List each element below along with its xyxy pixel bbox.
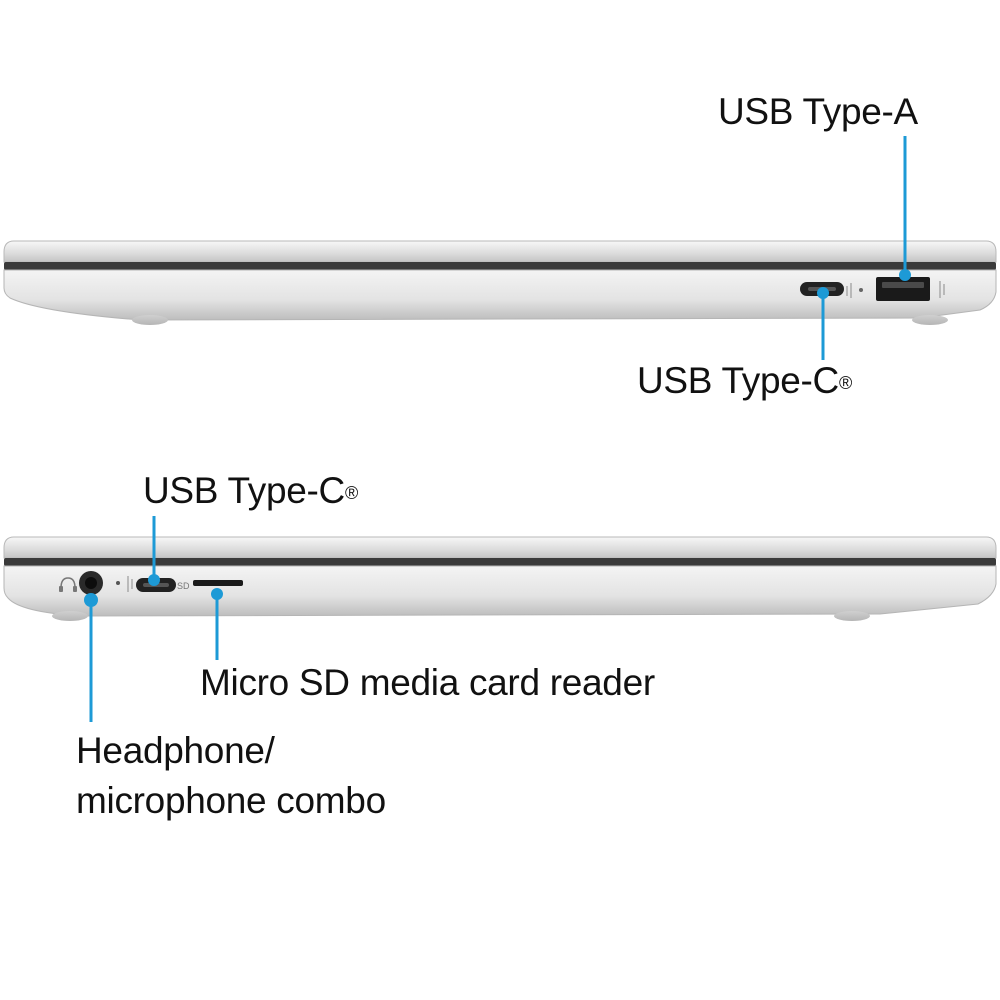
sd-slot-icon	[193, 580, 243, 586]
rubber-foot	[52, 611, 88, 621]
lid-seam	[4, 262, 996, 270]
rubber-foot	[912, 315, 948, 325]
headphone-label-line2: microphone combo	[76, 780, 386, 821]
registered-mark: ®	[838, 373, 852, 393]
base-body	[3, 565, 997, 617]
headphone-label: Headphone/ microphone combo	[76, 726, 386, 826]
usb-symbol-icon	[127, 576, 133, 592]
callout-sd	[211, 588, 223, 660]
usb-a-port-icon	[876, 277, 930, 301]
callout-headphone	[84, 593, 98, 722]
usb-symbol-icon	[846, 283, 863, 298]
callout-usb-c-right	[817, 287, 829, 360]
lid-seam	[4, 558, 996, 566]
headphone-jack-port	[79, 571, 103, 595]
usb-c-right-label: USB Type-C®	[637, 360, 852, 401]
laptop-left-side-view: SD	[3, 516, 997, 722]
lid-top	[3, 536, 997, 559]
usb-a-label: USB Type-A	[718, 91, 918, 132]
headphone-icon	[59, 577, 77, 592]
callout-usb-a	[899, 136, 911, 281]
base-body	[3, 269, 997, 321]
laptop-right-side-view	[3, 136, 997, 360]
sd-reader-label: Micro SD media card reader	[200, 662, 655, 703]
headphone-label-line1: Headphone/	[76, 730, 275, 771]
indicator-led	[116, 581, 120, 585]
usb-ss-symbol-icon	[939, 281, 945, 298]
lid-top	[3, 240, 997, 263]
registered-mark: ®	[344, 483, 358, 503]
callout-usb-c-left	[148, 516, 160, 586]
rubber-foot	[834, 611, 870, 621]
sd-port-text: SD	[177, 581, 190, 591]
rubber-foot	[132, 315, 168, 325]
usb-c-left-label: USB Type-C®	[143, 470, 358, 511]
